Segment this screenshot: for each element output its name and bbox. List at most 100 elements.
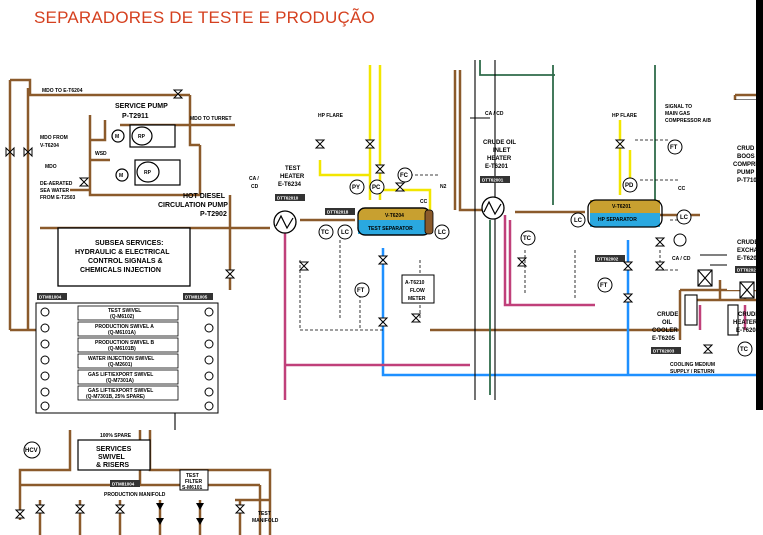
mdo-from-tag: V-T6204 bbox=[40, 143, 59, 149]
instruments-test bbox=[318, 167, 450, 298]
ft-instrument-3 bbox=[597, 277, 613, 293]
crude-inlet-label-3: HEATER bbox=[487, 156, 512, 162]
test-manifold-label-2: MANIFOLD bbox=[252, 518, 279, 524]
crude-inlet-heater bbox=[481, 196, 505, 220]
dtt62003-box bbox=[651, 347, 681, 354]
swivel-1-name: PRODUCTION SWIVEL A bbox=[95, 324, 154, 330]
fc-label: FC bbox=[400, 173, 409, 179]
ca-cd-right-label: CA / CD bbox=[672, 256, 691, 262]
lc-label-3: LC bbox=[574, 218, 583, 224]
lc-instrument-3 bbox=[570, 212, 586, 228]
heater-feed-line bbox=[228, 195, 270, 230]
signal-label-1: SIGNAL TO bbox=[665, 104, 692, 110]
page-title: SEPARADORES DE TESTE E PRODUÇÃO bbox=[34, 8, 375, 27]
signal-label-3: COMPRESSOR A/B bbox=[665, 118, 711, 124]
test-heater-label-2: HEATER bbox=[280, 174, 305, 180]
ft-label-3: FT bbox=[600, 283, 608, 289]
subsea-label-3: CONTROL SIGNALS & bbox=[88, 258, 163, 265]
dtm81005-box bbox=[183, 293, 213, 300]
valves bbox=[5, 89, 714, 519]
magenta-lines bbox=[283, 215, 747, 400]
hot-diesel-tag: P-T2902 bbox=[200, 211, 227, 218]
dtt62010-box bbox=[275, 194, 305, 201]
flow-meter-label-2: FLOW bbox=[410, 288, 425, 294]
crude-heater-tag: E-T6203 bbox=[736, 328, 760, 334]
ca-cd-top-label: CA / CD bbox=[485, 111, 504, 117]
py-instrument bbox=[349, 179, 365, 195]
dtt62020-box bbox=[735, 266, 763, 273]
ca-cd-left-label-1: CA / bbox=[249, 176, 259, 182]
tc-instrument-2 bbox=[520, 230, 536, 246]
test-heater-tag: E-T6234 bbox=[278, 182, 302, 188]
cooling-medium-label-1: COOLING MEDIUM bbox=[670, 362, 715, 368]
service-pump: RP M bbox=[111, 124, 176, 148]
test-filter-label-2: FILTER bbox=[185, 479, 203, 485]
swivel-0-name: TEST SWIVEL bbox=[108, 308, 141, 314]
crude-cooler-tag: E-T6205 bbox=[652, 336, 676, 342]
lc-label-1: LC bbox=[341, 230, 350, 236]
v6204-tag: V-T6204 bbox=[385, 213, 404, 219]
mdo-to-e6204-label: MDO TO E-T6204 bbox=[42, 88, 83, 94]
test-separator-vessel bbox=[357, 207, 434, 236]
swivel-stack bbox=[35, 302, 219, 414]
blue-water-lines bbox=[381, 240, 763, 377]
tc-instrument-1 bbox=[318, 224, 334, 240]
swivel-5-name: GAS LIFT/EXPORT SWIVEL bbox=[88, 388, 153, 394]
m-label-2: M bbox=[119, 173, 123, 179]
test-heater-label-1: TEST bbox=[285, 166, 301, 172]
crude-booster-label-4: PUMP bbox=[737, 170, 754, 176]
lc-instrument-1 bbox=[337, 224, 353, 240]
dtt62010-tag: DTT62010 bbox=[277, 196, 299, 201]
dtt62018-tag: DTT62018 bbox=[327, 210, 349, 215]
hot-diesel-label-2: CIRCULATION PUMP bbox=[158, 202, 228, 209]
dtm81004-box-a bbox=[37, 293, 67, 300]
test-filter-tag: S-M6101 bbox=[182, 485, 203, 491]
py-label: PY bbox=[352, 185, 360, 191]
ft-label-1: FT bbox=[357, 288, 365, 294]
hp-flare-left-label: HP FLARE bbox=[318, 113, 344, 119]
swivel-1-tag: (Q-M6101A) bbox=[108, 330, 136, 336]
ft-instrument-2 bbox=[667, 139, 683, 155]
deaerated-label-2: SEA WATER bbox=[40, 188, 70, 194]
mdo-from-label: MDO FROM bbox=[40, 135, 68, 141]
crude-cooler-label-1: CRUDE bbox=[657, 312, 678, 318]
pd-label: PD bbox=[625, 183, 634, 189]
ft-instrument-1 bbox=[354, 282, 370, 298]
tc-instrument-3 bbox=[737, 341, 753, 357]
production-manifold-label: PRODUCTION MANIFOLD bbox=[104, 492, 166, 498]
lc-label-4: LC bbox=[680, 215, 689, 221]
dtt62001-tag: DTT62001 bbox=[482, 178, 504, 183]
crude-inlet-label-2: INLET bbox=[493, 148, 511, 154]
valve-hp-right bbox=[673, 233, 687, 247]
dtt62003-tag: DTT62003 bbox=[653, 349, 675, 354]
n2-label: N2 bbox=[440, 184, 447, 190]
hot-diesel-line bbox=[88, 115, 200, 197]
wsd-label: WSD bbox=[95, 151, 107, 157]
pc-instrument bbox=[369, 179, 385, 195]
mdo-to-turret-label: MDO TO TURRET bbox=[190, 116, 232, 122]
swivel-5-tag: (Q-M7301B, 25% SPARE) bbox=[86, 394, 145, 400]
test-heater bbox=[273, 210, 297, 234]
deaerated-label-3: FROM E-T2503 bbox=[40, 195, 76, 201]
dtt62001-box bbox=[480, 176, 510, 183]
tc-label-3: TC bbox=[740, 347, 749, 353]
fc-instrument bbox=[397, 167, 413, 183]
swivel-2-name: PRODUCTION SWIVEL B bbox=[95, 340, 154, 346]
dtm81004-box-b bbox=[110, 480, 140, 487]
crude-cooler-label-2: OIL bbox=[662, 320, 672, 326]
subsea-label-4: CHEMICALS INJECTION bbox=[80, 267, 161, 274]
check-valves bbox=[156, 503, 204, 525]
hot-diesel-label-1: HOT DIESEL bbox=[183, 193, 226, 200]
dtm81004-tag-b: DTM81004 bbox=[112, 482, 135, 487]
dtt62018-box bbox=[325, 208, 355, 215]
crude-booster-label-3: COMPRE bbox=[733, 162, 759, 168]
crude-booster-label-2: BOOS bbox=[737, 154, 755, 160]
lc-label-2: LC bbox=[438, 230, 447, 236]
swivel-4-tag: (Q-M7301A) bbox=[106, 378, 134, 384]
hcv-instrument bbox=[23, 441, 41, 459]
test-filter-label-1: TEST bbox=[186, 473, 199, 479]
crude-exch-label-2: EXCHA bbox=[737, 248, 759, 254]
cc-right-label: CC bbox=[678, 186, 686, 192]
tc-label-2: TC bbox=[523, 236, 532, 242]
